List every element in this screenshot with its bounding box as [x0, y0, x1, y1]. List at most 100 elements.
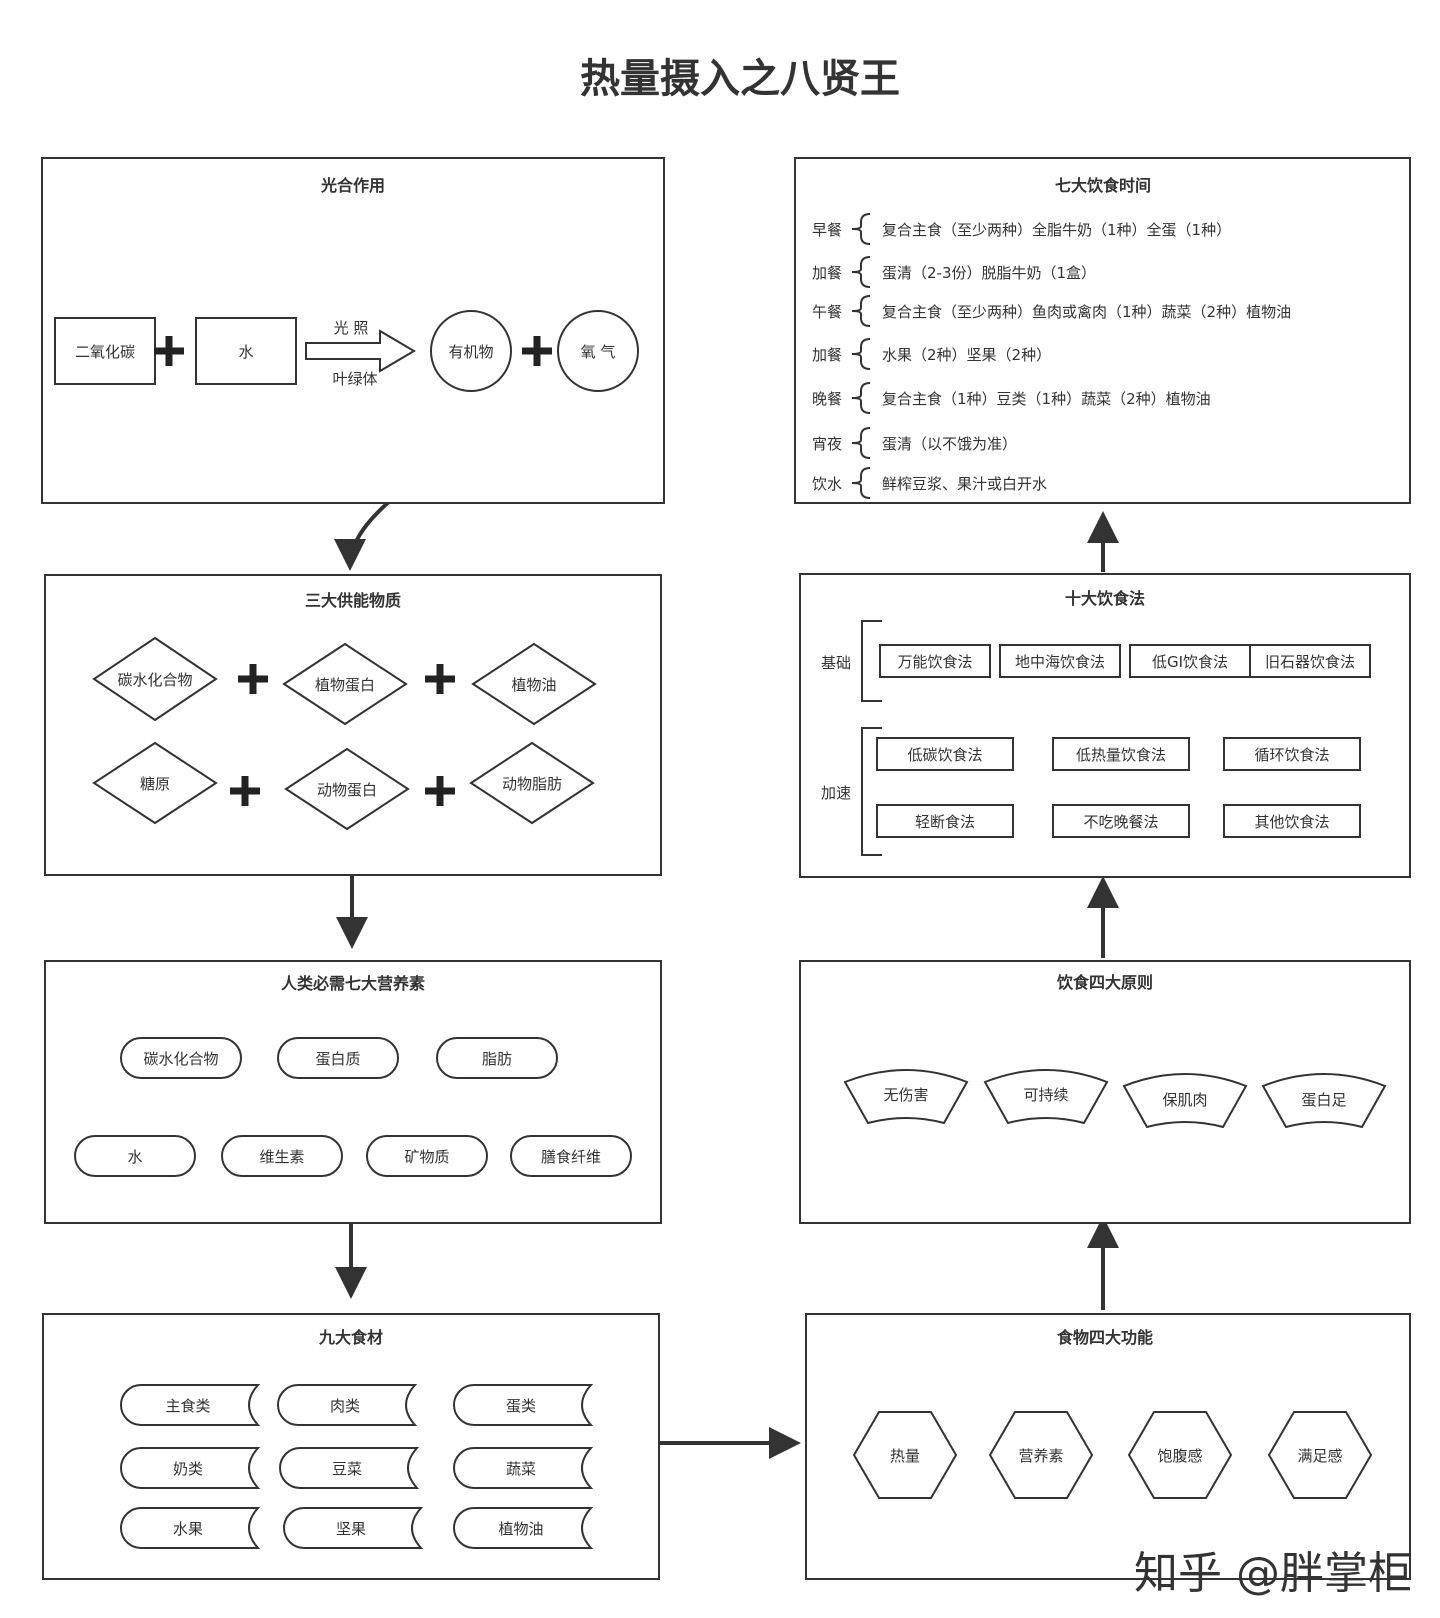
method-item: 轻断食法 — [915, 813, 975, 831]
energy-diamond — [282, 642, 408, 726]
meal-content: 蛋清（2-3份）脱脂牛奶（1盒） — [882, 264, 1096, 282]
nutrient-item: 脂肪 — [482, 1050, 512, 1068]
methods-title: 十大饮食法 — [1065, 589, 1145, 608]
photosynthesis-title: 光合作用 — [320, 176, 385, 195]
meal-name: 早餐 — [812, 221, 842, 239]
meal-content: 复合主食（至少两种）鱼肉或禽肉（1种）蔬菜（2种）植物油 — [882, 303, 1291, 321]
methods-panel: 十大饮食法 基础 万能饮食法 地中海饮食法 低GI饮食法 旧石器饮食法 加速 低… — [799, 573, 1411, 878]
nutrient-item: 矿物质 — [404, 1148, 449, 1166]
energy-item: 动物脂肪 — [502, 775, 562, 793]
method-box — [1052, 737, 1190, 771]
method-item: 其他饮食法 — [1254, 813, 1329, 831]
nutrient-item: 维生素 — [259, 1148, 304, 1166]
function-hexagon — [1267, 1411, 1373, 1499]
chlorophyll-label: 叶绿体 — [332, 370, 377, 388]
ingredient-shape — [279, 1447, 420, 1489]
brace-icon — [851, 467, 871, 499]
nutrient-item: 蛋白质 — [315, 1050, 360, 1068]
function-hexagon — [988, 1411, 1094, 1499]
energy-item: 植物油 — [511, 676, 556, 694]
water-box — [195, 317, 297, 385]
method-item: 低GI饮食法 — [1152, 653, 1228, 671]
energy-diamond — [469, 741, 595, 825]
basic-bracket — [861, 620, 882, 702]
nutrients-title: 人类必需七大营养素 — [281, 974, 425, 993]
ingredient-item: 豆菜 — [332, 1460, 362, 1478]
nutrient-item: 水 — [127, 1148, 142, 1166]
ingredients-title: 九大食材 — [318, 1328, 383, 1347]
meal-name: 宵夜 — [812, 435, 842, 453]
function-item: 饱腹感 — [1157, 1447, 1202, 1465]
nutrient-pill — [120, 1037, 242, 1079]
organic-circle — [430, 310, 512, 392]
ingredient-shape — [453, 1384, 594, 1426]
nutrient-item: 膳食纤维 — [541, 1148, 601, 1166]
times-panel: 七大饮食时间 早餐复合主食（至少两种）全脂牛奶（1种）全蛋（1种）加餐蛋清（2-… — [794, 157, 1411, 504]
function-item: 满足感 — [1297, 1447, 1342, 1465]
nutrient-pill — [436, 1037, 558, 1079]
energy-diamond — [471, 642, 597, 726]
methods-basic-label: 基础 — [821, 654, 851, 672]
energy-item: 动物蛋白 — [317, 781, 377, 799]
function-hexagon — [852, 1411, 958, 1499]
meal-content: 蛋清（以不饿为准） — [882, 435, 1017, 453]
principle-item: 无伤害 — [883, 1086, 928, 1104]
principle-fan — [1261, 1073, 1387, 1129]
ingredient-shape — [120, 1384, 261, 1426]
energy-item: 植物蛋白 — [315, 676, 375, 694]
energy-item: 糖原 — [140, 775, 170, 793]
method-box — [1223, 737, 1361, 771]
ingredient-item: 蔬菜 — [506, 1460, 536, 1478]
method-box — [876, 804, 1014, 838]
meal-name: 加餐 — [812, 346, 842, 364]
organic-label: 有机物 — [448, 343, 493, 361]
method-item: 低热量饮食法 — [1076, 746, 1166, 764]
page-title: 热量摄入之八贤王 — [580, 56, 900, 102]
meal-name: 午餐 — [812, 303, 842, 321]
photosynthesis-panel: 光合作用 二氧化碳 水 光 照 叶绿体 有机物 氧 气 — [41, 157, 665, 504]
water-label: 水 — [238, 343, 253, 361]
ingredient-shape — [277, 1384, 418, 1426]
meal-name: 晚餐 — [812, 390, 842, 408]
nutrient-pill — [277, 1037, 399, 1079]
watermark: 知乎 @胖掌柜 — [1134, 1548, 1412, 1599]
principle-fan — [983, 1069, 1109, 1125]
method-item: 万能饮食法 — [897, 653, 972, 671]
accel-bracket — [861, 727, 882, 856]
brace-icon — [851, 213, 871, 245]
nutrients-panel: 人类必需七大营养素 碳水化合物 蛋白质 脂肪 水 维生素 矿物质 膳食纤维 — [44, 960, 662, 1224]
functions-title: 食物四大功能 — [1056, 1328, 1153, 1347]
method-item: 不吃晚餐法 — [1083, 813, 1158, 831]
nutrient-pill — [510, 1135, 632, 1177]
brace-icon — [851, 338, 871, 370]
brace-icon — [851, 295, 871, 327]
ingredient-item: 植物油 — [498, 1520, 543, 1538]
ingredient-item: 主食类 — [165, 1397, 210, 1415]
ingredients-panel: 九大食材 主食类 肉类 蛋类 奶类 豆菜 蔬菜 水果 坚果 植物油 — [42, 1313, 660, 1580]
brace-icon — [851, 427, 871, 459]
method-item: 循环饮食法 — [1254, 746, 1329, 764]
method-box — [1052, 804, 1190, 838]
principle-item: 蛋白足 — [1301, 1091, 1346, 1109]
function-item: 热量 — [890, 1447, 920, 1465]
method-box — [879, 644, 991, 678]
oxygen-label: 氧 气 — [581, 343, 616, 361]
co2-label: 二氧化碳 — [75, 343, 135, 361]
principle-fan — [843, 1069, 969, 1125]
brace-icon — [851, 382, 871, 414]
energy-diamond — [284, 747, 410, 831]
co2-box — [54, 317, 156, 385]
principles-title: 饮食四大原则 — [1056, 973, 1153, 992]
brace-icon — [851, 256, 871, 288]
nutrient-pill — [221, 1135, 343, 1177]
function-hexagon — [1127, 1411, 1233, 1499]
meal-content: 复合主食（1种）豆类（1种）蔬菜（2种）植物油 — [882, 390, 1211, 408]
ingredient-shape — [283, 1507, 424, 1549]
nutrient-pill — [366, 1135, 488, 1177]
reaction-arrow-icon — [305, 329, 416, 373]
meal-name: 饮水 — [812, 475, 842, 493]
times-title: 七大饮食时间 — [1055, 176, 1151, 195]
principle-fan — [1122, 1073, 1248, 1129]
energy-diamond — [92, 636, 218, 722]
ingredient-item: 蛋类 — [506, 1397, 536, 1415]
